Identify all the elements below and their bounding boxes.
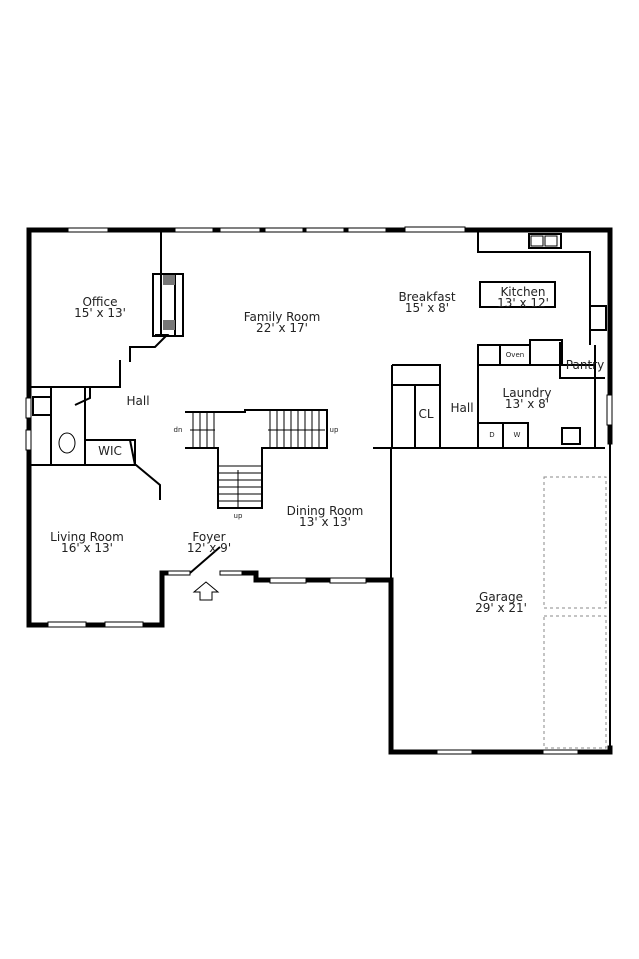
label-wic: WIC (98, 444, 122, 458)
label-oven: Oven (505, 351, 525, 359)
interior-walls (29, 230, 607, 580)
room-dims: 22' x 17' (256, 321, 308, 335)
room-name: Breakfast (398, 290, 456, 304)
room-name: Dining Room (286, 504, 364, 518)
toilet-icon (58, 432, 76, 454)
front-door (189, 546, 221, 574)
room-dims: 15' x 13' (74, 306, 126, 320)
windows (25, 226, 613, 755)
room-name: Family Room (243, 310, 321, 324)
label-hall-left: Hall (126, 394, 150, 408)
entry-arrow-icon (192, 581, 220, 601)
label-closet: CL (418, 407, 434, 421)
label-stair-up-right: up (329, 426, 339, 434)
room-dims: 15' x 8' (404, 301, 450, 315)
sink-icon (530, 235, 558, 247)
room-name: Kitchen (500, 285, 546, 299)
room-dims: 12' x 9' (186, 541, 232, 555)
stair-treads (190, 410, 325, 508)
room-dims: 13' x 13' (299, 515, 351, 529)
label-pantry: Pantry (565, 358, 605, 372)
label-stair-down: dn (173, 426, 183, 434)
room-name: Foyer (192, 530, 226, 544)
label-hall-right: Hall (450, 401, 474, 415)
room-dims: 16' x 13' (61, 541, 113, 555)
label-dryer: D (489, 431, 495, 439)
room-dims: 13' x 12' (497, 296, 549, 310)
label-washer: W (513, 431, 521, 439)
fireplace (163, 275, 175, 330)
room-dims: 13' x 8' (504, 397, 550, 411)
room-name: Office (82, 295, 118, 309)
room-name: Garage (479, 590, 523, 604)
room-name: Laundry (502, 386, 552, 400)
room-name: Living Room (50, 530, 124, 544)
room-dims: 29' x 21' (475, 601, 527, 615)
garage-doors (543, 476, 607, 749)
label-stair-up-bottom: up (233, 512, 243, 520)
